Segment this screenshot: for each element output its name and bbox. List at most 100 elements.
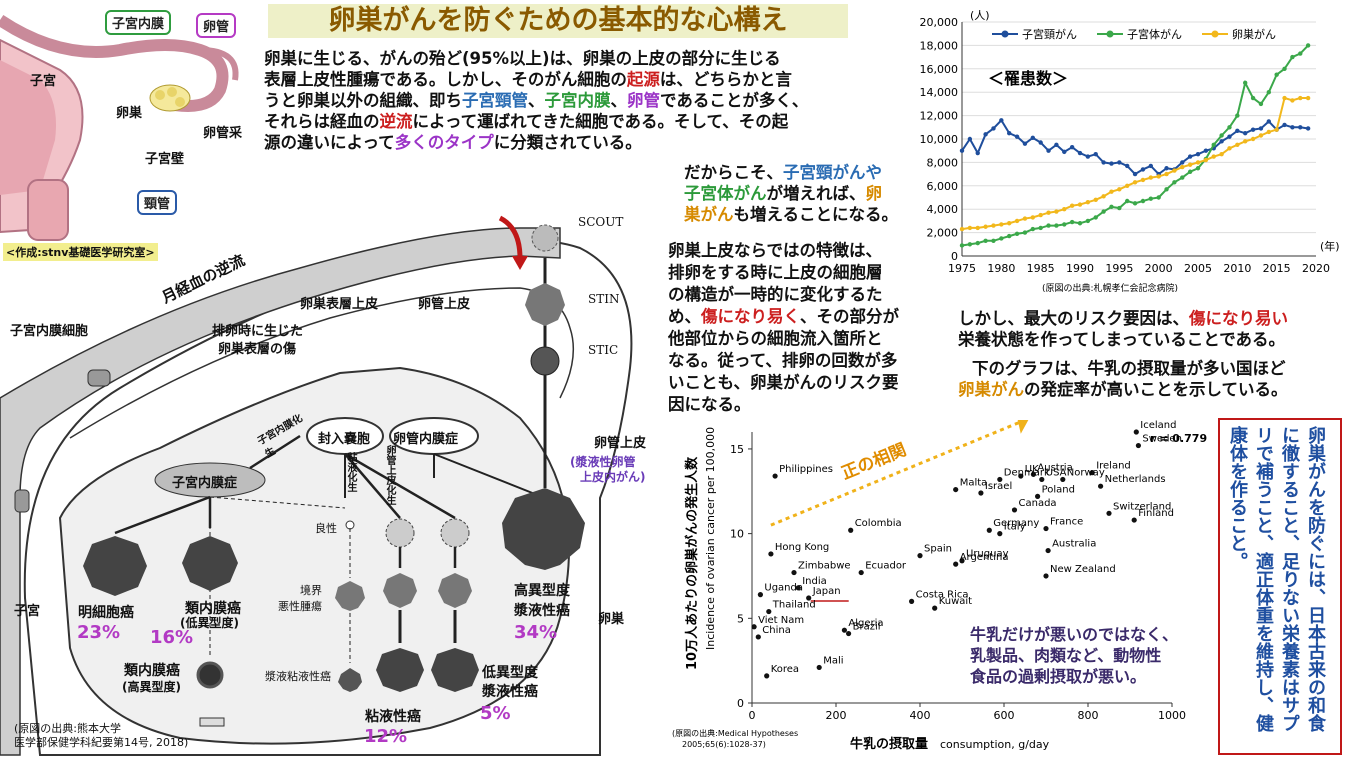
data-point — [1250, 95, 1256, 101]
data-point — [1266, 90, 1271, 95]
label-mucinous-metaplasia: 粘液化生 — [345, 452, 356, 492]
label-ovarian-surface-epithelium: 卵巣表層上皮 — [300, 297, 379, 312]
data-point — [1180, 175, 1185, 180]
scatter-point — [1011, 507, 1018, 513]
data-point — [1305, 95, 1311, 101]
scatter-point-label: Kuwait — [939, 596, 972, 607]
label-ovary-2: 卵巣 — [598, 612, 625, 627]
data-point — [1172, 168, 1177, 173]
data-point — [975, 240, 980, 246]
scatter-point — [751, 624, 757, 630]
scatter-point-label: Austria — [1037, 462, 1072, 473]
scatter-point — [1135, 442, 1141, 449]
data-point — [1203, 148, 1209, 153]
x-tick-label: 2015 — [1263, 262, 1291, 275]
data-point — [1164, 187, 1169, 192]
data-point — [1030, 215, 1035, 220]
data-point — [1258, 133, 1264, 138]
data-point — [1054, 223, 1059, 228]
data-point — [1093, 152, 1098, 157]
x-tick-label: 2000 — [1145, 262, 1173, 275]
label-tubal-metaplasia: 卵管上皮化生 — [384, 445, 395, 505]
label-ovary: 卵巣 — [116, 106, 143, 121]
y-tick-label: 6,000 — [927, 180, 959, 193]
label-high-serous: 高異型度 — [514, 583, 570, 599]
scatter-point-label: Costa Rica — [916, 589, 969, 600]
data-point — [959, 243, 965, 248]
scatter-point — [816, 664, 822, 671]
data-point — [1195, 160, 1201, 165]
scatter-point-label: Denmark — [1004, 467, 1050, 478]
data-point — [1180, 164, 1185, 170]
data-point — [1250, 127, 1256, 132]
data-point — [1140, 177, 1146, 183]
scatter-point — [917, 553, 923, 559]
x-tick-label: 2005 — [1184, 262, 1212, 275]
pct-endometrioid: 16% — [150, 627, 194, 648]
data-point — [999, 222, 1004, 227]
scatter-point — [848, 527, 854, 533]
data-point — [1180, 160, 1185, 165]
label-high-serous-2: 漿液性癌 — [514, 603, 570, 619]
scatter-point-label: USA — [1046, 467, 1067, 478]
data-point — [1266, 129, 1271, 135]
label-endosalpingiosis: 卵管内膜症 — [393, 432, 459, 447]
scatter-point — [1060, 476, 1066, 483]
y-tick-label: 20,000 — [920, 16, 959, 29]
scatter-point-label: Ireland — [1096, 461, 1131, 472]
data-point — [1282, 66, 1287, 71]
label-fimbria: 卵管采 — [203, 126, 243, 141]
x-tick-label: 1985 — [1027, 262, 1055, 275]
page-title: 卵巣がんを防ぐための基本的な心構え — [268, 4, 848, 38]
y-tick-label: 5 — [737, 612, 744, 625]
scatter-point — [932, 605, 938, 611]
data-point — [1172, 180, 1177, 185]
data-point — [1140, 167, 1146, 172]
data-point — [1101, 194, 1106, 199]
data-point — [1132, 180, 1138, 185]
data-point — [1117, 187, 1122, 192]
data-point — [1219, 133, 1224, 138]
y-axis-label: (人) — [970, 9, 990, 22]
data-point — [1046, 210, 1051, 215]
x-tick-label: 2020 — [1302, 262, 1330, 275]
scatter-point — [953, 486, 959, 493]
scatter-point-label: Spain — [924, 544, 952, 555]
data-point — [1235, 128, 1240, 134]
label-uterine-wall: 子宮壁 — [145, 152, 185, 167]
legend-marker — [1211, 30, 1219, 38]
label-stin: STIN — [588, 292, 620, 306]
scatter-point-label: Switzerland — [1113, 501, 1171, 512]
label-cervix: 頸管 — [137, 190, 178, 215]
data-point — [1022, 141, 1028, 146]
scatter-point-label: Korea — [771, 664, 799, 675]
chart-source: (原図の出典:札幌孝仁会記念病院) — [1042, 282, 1178, 294]
scatter-point — [997, 476, 1003, 483]
x-tick-label: 1000 — [1158, 709, 1186, 722]
label-low-serous: 低異型度 — [482, 665, 538, 681]
data-point — [967, 136, 973, 142]
data-point — [1235, 142, 1240, 148]
label-seromucinous: 漿液粘液性癌 — [265, 670, 331, 683]
risk-paragraph: しかし、最大のリスク要因は、傷になり易い 栄養状態を作ってしまっていることである… — [958, 309, 1288, 399]
scatter-point-label: Finland — [1138, 508, 1174, 519]
data-point — [1187, 169, 1193, 174]
y-tick-label: 18,000 — [920, 39, 959, 52]
label-stic: STIC — [588, 343, 619, 357]
label-uterus: 子宮 — [30, 74, 57, 89]
scatter-point — [791, 569, 797, 576]
scatter-point-label: Iceland — [1140, 420, 1176, 431]
data-point — [1062, 207, 1067, 212]
data-point — [1156, 195, 1161, 200]
scatter-point — [978, 490, 984, 496]
scatter-point-label: Colombia — [855, 518, 902, 529]
label-low-serous-2: 漿液性癌 — [482, 684, 538, 700]
label-oviduct: 卵管 — [196, 13, 237, 38]
data-point — [1022, 216, 1028, 221]
scatter-point-label: Thailand — [772, 600, 816, 611]
label-tubal-epithelium-2: 卵管上皮 — [594, 436, 647, 451]
label-inclusion-cyst: 封入嚢胞 — [318, 432, 371, 447]
legend-label: 子宮頸がん — [1022, 27, 1077, 41]
label-endometrioid-high-2: (高異型度) — [122, 680, 181, 694]
data-point — [1258, 126, 1264, 131]
